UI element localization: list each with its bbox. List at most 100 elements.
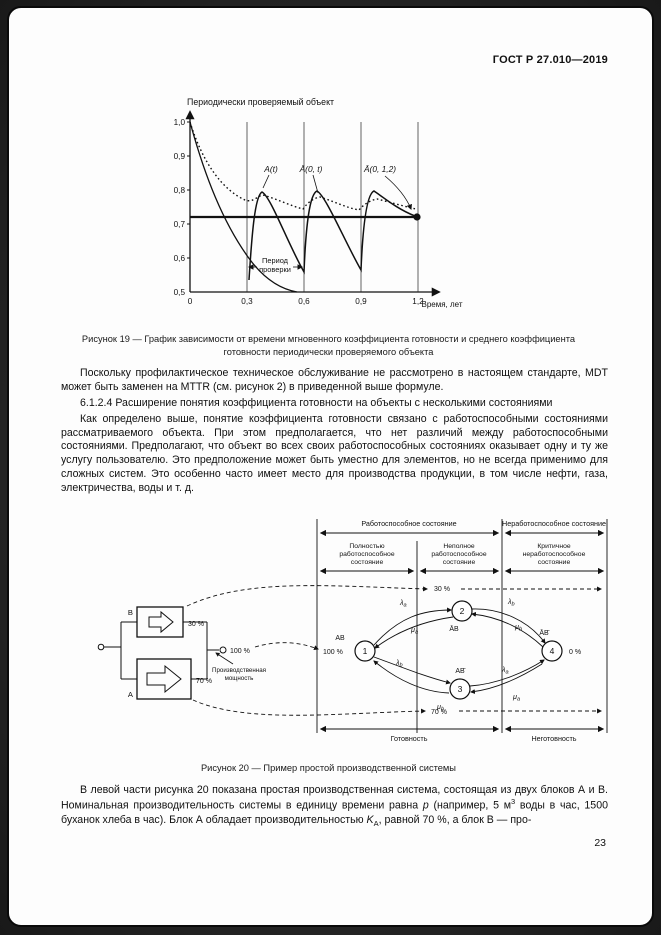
figure20: В 30 % А 70 % 100 % Производственная мощ… (87, 514, 608, 754)
header-operable: Работоспособное состояние (361, 519, 456, 528)
state-4-number: 4 (550, 646, 555, 656)
production-block-diagram (97, 606, 234, 700)
flow-arrow-icon (146, 664, 182, 694)
state-pct-70: 70 % (431, 709, 447, 716)
x-tick-label: 1,2 (412, 297, 424, 306)
state-numbers: 1 2 3 4 (363, 606, 555, 694)
x-tick-label: 0,9 (355, 297, 367, 306)
subheader-full-3: состояние (351, 559, 384, 566)
block-a-box (136, 658, 192, 700)
state-1-label: АВ (335, 635, 345, 642)
figure20-diagram: В 30 % А 70 % 100 % Производственная мощ… (97, 518, 608, 743)
rate-lambda-b-13: λb (395, 658, 403, 669)
rate-p-symbol: p (422, 799, 429, 812)
label-avg-12-leader (384, 175, 412, 211)
paragraph-3: В левой части рисунка 20 показана проста… (61, 784, 608, 829)
label-avg-12: Ā(0, 1,2) (363, 164, 396, 174)
header-inoperable: Неработоспособное состояние (502, 519, 606, 528)
y-tick-label: 0,9 (174, 152, 186, 161)
subheader-full-1: Полностью (349, 543, 384, 550)
transition-3-1 (373, 660, 450, 694)
figure19-caption: Рисунок 19 — График зависимости от време… (81, 334, 576, 357)
state-1-circle (354, 640, 376, 662)
mean-availability-curve (189, 121, 417, 211)
label-avg-t-leader (312, 174, 319, 194)
state-3-number: 3 (458, 684, 463, 694)
state-3-label: АВ̄ (455, 668, 465, 675)
paragraph-3-text: В левой части рисунка 20 показана проста… (61, 783, 608, 812)
state-4-circle (541, 640, 563, 662)
transition-2-1 (374, 616, 454, 649)
subheader-partial-1: Неполное (443, 543, 474, 550)
rate-mu-b-42: μb (514, 622, 522, 633)
subheader-partial-2: работоспособное (431, 550, 486, 558)
y-tick-label: 0,6 (174, 254, 186, 263)
state-circles (354, 600, 563, 700)
paragraph-2: Как определено выше, понятие коэффициент… (61, 412, 608, 495)
paragraph-1: Поскольку профилактическое техническое о… (61, 367, 608, 393)
state-3-circle (449, 678, 471, 700)
capacity-dashed-links (186, 585, 602, 716)
block-b-box (136, 606, 184, 638)
document-page: ГОСТ Р 27.010—2019 Периодически проверяе… (7, 6, 654, 927)
period-label-1: Период (262, 256, 289, 265)
pct70-bg (428, 703, 455, 714)
state-1-number: 1 (363, 646, 368, 656)
x-axis-label: Время, лет (421, 300, 462, 309)
doc-header: ГОСТ Р 27.010—2019 (492, 54, 608, 66)
capacity-label-1: Производственная (212, 667, 266, 674)
state-4-label: А̄В̄ (539, 629, 549, 637)
page-number: 23 (594, 836, 606, 849)
figure20-caption: Рисунок 20 — Пример простой производстве… (200, 762, 456, 773)
paragraph-3-text: , равной 70 %, а блок В — про- (378, 813, 532, 826)
state-2-circle (451, 600, 473, 622)
x-tick-label: 0,3 (241, 297, 253, 306)
rate-lambda-b-24: λb (507, 597, 515, 608)
chart-title: Периодически проверяемый объект (187, 97, 334, 107)
state-ab-labels: АВ А̄В АВ̄ А̄В̄ (335, 625, 549, 675)
rate-mu-a-43: μa (512, 692, 520, 703)
subheader-critical-2: неработоспособное (523, 550, 586, 558)
capacity-leader (215, 652, 234, 665)
footer-availability: Готовность (391, 734, 428, 743)
y-tick-label: 0,8 (174, 186, 186, 195)
transition-1-3 (373, 656, 451, 685)
footer-unavailability: Неготовность (531, 734, 576, 743)
cubic-superscript: 3 (511, 797, 516, 807)
transition-4-3 (470, 663, 543, 694)
x-tick-label: 0,6 (298, 297, 310, 306)
column-borders (316, 518, 608, 733)
instantaneous-availability-curve (248, 190, 416, 281)
subheader-critical-3: состояние (538, 559, 571, 566)
block-a-percent: 70 % (196, 678, 212, 685)
avg-availability-dot (413, 213, 421, 221)
state-2-number: 2 (460, 606, 465, 616)
state-pct-0: 0 % (569, 649, 581, 656)
block-b-percent: 30 % (188, 621, 204, 628)
output-terminal (219, 646, 227, 654)
x-tick-label: 0 (188, 297, 193, 306)
state-2-label: А̄В (449, 625, 459, 633)
label-At: A(t) (263, 164, 278, 174)
transition-1-2 (373, 607, 452, 646)
y-tick-label: 1,0 (174, 118, 186, 127)
subheader-full-2: работоспособное (339, 550, 394, 558)
rate-lambda-a-34: λa (501, 665, 509, 676)
decay-curve (189, 121, 298, 293)
rate-mu-b-31: μb (436, 702, 444, 713)
capacity-label-2: мощность (225, 675, 254, 682)
subheader-critical-1: Критичное (537, 543, 571, 550)
figure19: Периодически проверяемый объект (145, 92, 608, 325)
capacity-K-subscript: А (373, 818, 379, 828)
y-tick-labels: 1,0 0,9 0,8 0,7 0,6 0,5 (174, 118, 186, 297)
block-a-label: А (128, 690, 134, 699)
state-pct-30: 30 % (434, 586, 450, 593)
heading-6-1-2-4: 6.1.2.4 Расширение понятия коэффициента … (80, 396, 553, 409)
flow-arrow-icon (148, 610, 174, 634)
state-transitions (373, 607, 546, 694)
period-label-2: проверки (259, 265, 291, 274)
transition-2-4 (471, 608, 546, 644)
transition-4-2 (471, 611, 544, 648)
y-tick-label: 0,7 (174, 220, 186, 229)
rate-lambda-a-12: λa (399, 598, 407, 609)
